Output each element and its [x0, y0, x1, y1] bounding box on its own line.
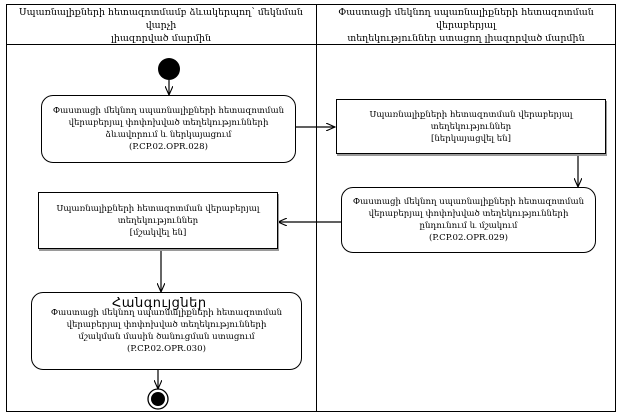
action2-code: (P.CP.02.OPR.029)	[429, 233, 508, 243]
action3-line-2: վերաբերյալ փոփոխված տեղեկությունների	[66, 320, 267, 330]
action2-line-3: ընդունում և մշակում	[419, 221, 518, 231]
initial-node	[158, 58, 180, 80]
action3-code: (P.CP.02.OPR.030)	[127, 344, 206, 354]
lane-header-separator	[6, 44, 616, 45]
action3-line-1: Փաստացի մեկնող սպառնալիքների հետազոտման	[50, 308, 283, 318]
object-info-submitted: Սպառնալիքների հետազոտման վերաբերյալ տեղե…	[336, 99, 606, 154]
lane-title-left: Սպառնալիքների հետազոտմամբ ձևակերպող՝ մեկ…	[8, 6, 314, 44]
object2-line-2: տեղեկություններ	[117, 215, 199, 226]
object2-line-1: Սպառնալիքների հետազոտման վերաբերյալ	[56, 203, 260, 214]
action2-line-2: վերաբերյալ փոփոխված տեղեկությունների	[368, 209, 569, 219]
action2-line-1: Փաստացի մեկնող սպառնալիքների հետազոտման	[352, 197, 585, 207]
action-prepare-and-submit: Փաստացի մեկնող սպառնալիքների հետազոտման …	[41, 95, 296, 163]
object-info-processed: Սպառնալիքների հետազոտման վերաբերյալ տեղե…	[38, 192, 278, 249]
object1-line-3: [ներկայացվել են]	[430, 133, 511, 144]
final-node-core	[151, 392, 165, 406]
object1-line-1: Սպառնալիքների հետազոտման վերաբերյալ	[369, 109, 573, 120]
lane-title-right-line-1: Փաստացի մեկնող սպառնալիքների հետազոտման …	[338, 6, 594, 31]
action3-line-3: մշակման մասին ծանուցման ստացում	[78, 332, 255, 342]
lane-title-left-line-1: Սպառնալիքների հետազոտմամբ ձևակերպող՝ մեկ…	[19, 6, 303, 31]
object1-line-2: տեղեկություններ	[430, 121, 512, 132]
overlay-watermark-text: Հանգույցներ	[112, 296, 207, 311]
action-receive-and-process: Փաստացի մեկնող սպառնալիքների հետազոտման …	[341, 187, 596, 253]
object2-line-3: [մշակվել են]	[129, 227, 187, 238]
lane-title-right: Փաստացի մեկնող սպառնալիքների հետազոտման …	[318, 6, 614, 44]
action-receive-notification: Փաստացի մեկնող սպառնալիքների հետազոտման …	[31, 292, 302, 370]
action1-line-3: ձևավորում և ներկայացում	[105, 130, 232, 140]
lane-divider	[316, 4, 317, 412]
diagram-frame	[6, 4, 616, 412]
action1-line-1: Փաստացի մեկնող սպառնալիքների հետազոտման	[52, 106, 285, 116]
action1-line-2: վերաբերյալ փոփոխված տեղեկությունների	[68, 118, 269, 128]
lane-title-right-line-2: տեղեկություններ ստացող լիազորված մարմին	[347, 32, 585, 44]
lane-title-left-line-2: լիազորված մարմին	[110, 32, 212, 44]
action1-code: (P.CP.02.OPR.028)	[129, 142, 208, 152]
